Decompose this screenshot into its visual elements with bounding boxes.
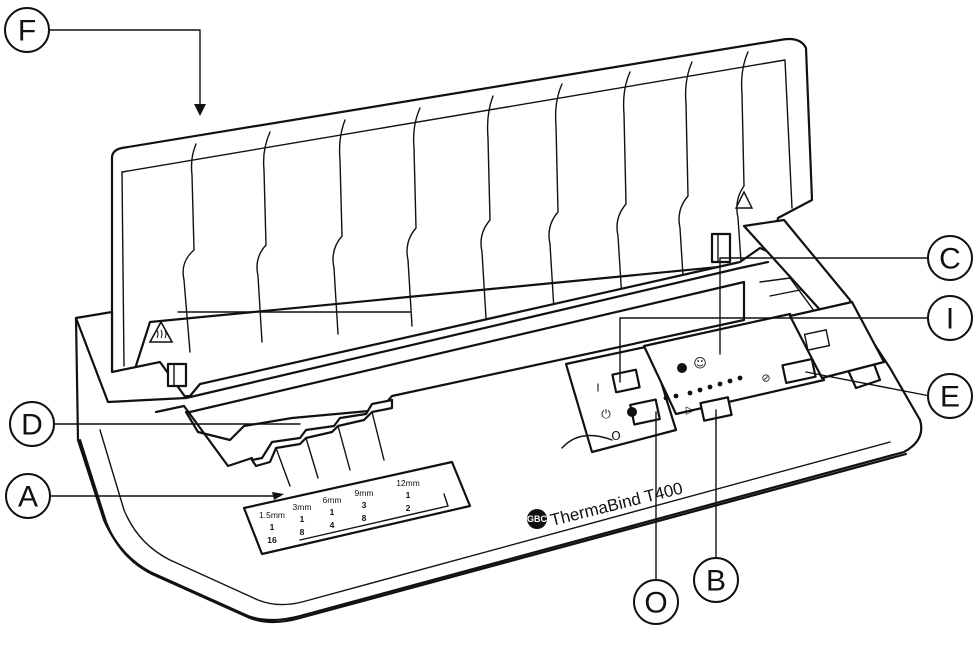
scale-den-1: 16 — [267, 535, 277, 545]
ready-smiley-icon: ☺ — [693, 357, 707, 372]
callout-o-label: O — [644, 587, 667, 620]
lid-ribs — [182, 51, 749, 353]
power-icon: ⏻ — [601, 407, 611, 421]
callout-d: D — [9, 401, 55, 447]
caution-triangle-icon — [734, 190, 754, 209]
start-button[interactable] — [699, 396, 733, 422]
on-symbol: I — [596, 382, 599, 395]
scale-den-2: 8 — [300, 527, 305, 537]
callout-a-label: A — [18, 481, 38, 514]
scale-metric-3: 6mm — [323, 495, 342, 505]
scale-num-1: 1 — [270, 522, 275, 532]
scale-metric-4: 9mm — [355, 488, 374, 498]
ready-chip-icon — [803, 329, 831, 351]
scale-den-4: 8 — [362, 513, 367, 523]
scale-num-2: 1 — [300, 514, 305, 524]
scale-metric-5: 12mm — [396, 478, 420, 488]
scale-metric-2: 3mm — [293, 502, 312, 512]
callout-i: I — [927, 295, 973, 341]
power-indicator — [627, 407, 637, 417]
callout-i-label: I — [946, 303, 954, 336]
binding-channel: 1.5mm 1 16 3mm 1 8 6mm 1 4 9mm 3 8 12mm … — [154, 280, 746, 556]
callout-c-label: C — [939, 243, 961, 276]
control-panel: I ⏻ O ☺ ▷ ⊘ — [564, 300, 886, 454]
callout-b: B — [693, 557, 739, 603]
gbc-logo — [527, 509, 547, 529]
callout-e: E — [927, 373, 973, 419]
cancel-button[interactable] — [781, 357, 817, 385]
callout-b-label: B — [706, 565, 726, 598]
callout-o: O — [633, 579, 679, 625]
callout-a: A — [5, 473, 51, 519]
off-symbol: O — [611, 429, 620, 443]
timer-dots — [663, 375, 743, 401]
size-steps — [250, 398, 394, 487]
callout-f: F — [4, 7, 50, 53]
scale-den-3: 4 — [330, 520, 335, 530]
start-arrow-icon: ▷ — [686, 404, 695, 417]
scale-num-4: 3 — [362, 500, 367, 510]
scale-num-3: 1 — [330, 507, 335, 517]
scale-den-5: 2 — [406, 503, 411, 513]
callout-c: C — [927, 235, 973, 281]
heat-warning-icon — [148, 320, 174, 343]
power-on-button[interactable] — [611, 368, 641, 394]
size-scale-labels: 1.5mm 1 16 3mm 1 8 6mm 1 4 9mm 3 8 12mm … — [259, 478, 420, 545]
callout-e-label: E — [940, 381, 960, 414]
leader-lines — [48, 29, 931, 581]
callout-d-label: D — [21, 409, 43, 442]
size-scale-plate — [242, 460, 472, 556]
cancel-icon: ⊘ — [761, 372, 770, 385]
gbc-logo-text: GBC — [527, 514, 548, 524]
scale-num-5: 1 — [406, 490, 411, 500]
scale-metric-1: 1.5mm — [259, 510, 285, 520]
ready-indicator — [677, 363, 687, 373]
callout-f-label: F — [18, 15, 36, 48]
